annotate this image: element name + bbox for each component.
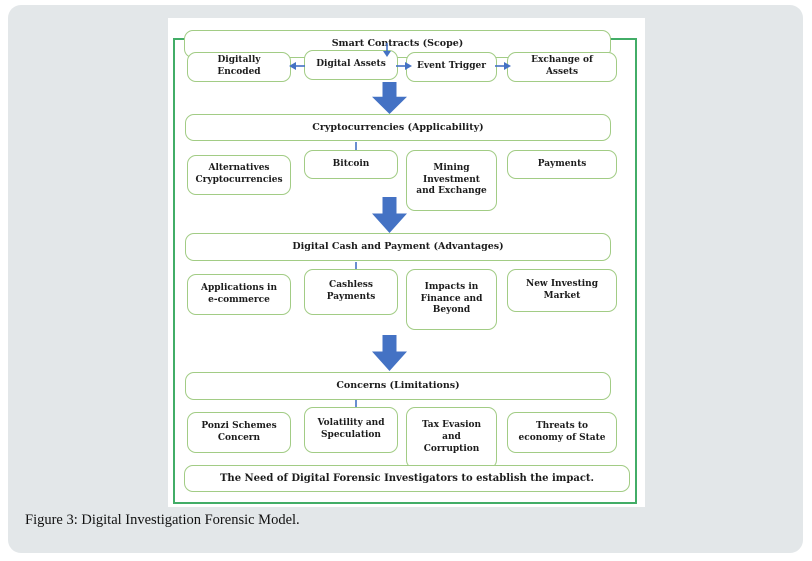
header-label: Concerns (Limitations) xyxy=(336,380,460,392)
box-impacts-finance: Impacts in Finance and Beyond xyxy=(406,269,497,330)
box-label: Mining Investment and Exchange xyxy=(416,162,487,197)
box-label: Cashless Payments xyxy=(326,280,376,302)
box-label: Impacts in Finance and Beyond xyxy=(420,281,483,316)
box-label: Volatility and Speculation xyxy=(317,418,385,440)
header-box-concerns: Concerns (Limitations) xyxy=(185,372,611,400)
figure-caption: Figure 3: Digital Investigation Forensic… xyxy=(25,512,300,528)
box-event-trigger: Event Trigger xyxy=(406,52,497,82)
footer-label: The Need of Digital Forensic Investigato… xyxy=(219,472,595,484)
box-digital-assets: Digital Assets xyxy=(304,50,398,80)
box-label: Event Trigger xyxy=(417,61,486,72)
box-tax-evasion-corruption: Tax Evasion and Corruption xyxy=(406,407,497,469)
box-ponzi-schemes: Ponzi Schemes Concern xyxy=(187,412,291,453)
box-volatility-speculation: Volatility and Speculation xyxy=(304,407,398,453)
left-arrow-icon xyxy=(289,60,305,72)
header-box-digital-cash: Digital Cash and Payment (Advantages) xyxy=(185,233,611,261)
box-label: Applications in e-commerce xyxy=(200,282,277,305)
header-label: Smart Contracts (Scope) xyxy=(331,38,464,50)
header-box-cryptocurrencies: Cryptocurrencies (Applicability) xyxy=(185,114,611,141)
box-applications-ecommerce: Applications in e-commerce xyxy=(187,274,291,315)
box-mining-investment-exchange: Mining Investment and Exchange xyxy=(406,150,497,211)
box-label: Digital Assets xyxy=(316,59,386,70)
box-threats-economy: Threats to economy of State xyxy=(507,412,617,453)
box-label: Threats to economy of State xyxy=(518,420,606,443)
header-label: Digital Cash and Payment (Advantages) xyxy=(292,241,504,253)
right-arrow-icon xyxy=(495,60,511,72)
header-label: Cryptocurrencies (Applicability) xyxy=(312,121,484,133)
box-label: Alternatives Cryptocurrencies xyxy=(195,163,283,185)
box-exchange-of-assets: Exchange of Assets xyxy=(507,52,617,82)
box-digitally-encoded: Digitally Encoded xyxy=(187,52,291,82)
box-payments: Payments xyxy=(507,150,617,179)
box-cashless-payments: Cashless Payments xyxy=(304,269,398,315)
box-label: Payments xyxy=(537,158,587,169)
box-label: Exchange of Assets xyxy=(531,55,593,77)
box-label: Tax Evasion and Corruption xyxy=(421,420,482,454)
box-label: New Investing Market xyxy=(525,278,599,301)
footer-box-forensic-investigators: The Need of Digital Forensic Investigato… xyxy=(184,465,630,492)
box-label: Ponzi Schemes Concern xyxy=(201,420,277,443)
box-bitcoin: Bitcoin xyxy=(304,150,398,179)
box-alternatives-cryptocurrencies: Alternatives Cryptocurrencies xyxy=(187,155,291,195)
box-label: Digitally Encoded xyxy=(217,55,261,77)
right-arrow-icon xyxy=(396,60,412,72)
box-label: Bitcoin xyxy=(332,158,370,169)
box-new-investing-market: New Investing Market xyxy=(507,269,617,312)
down-arrow-icon xyxy=(381,43,393,57)
